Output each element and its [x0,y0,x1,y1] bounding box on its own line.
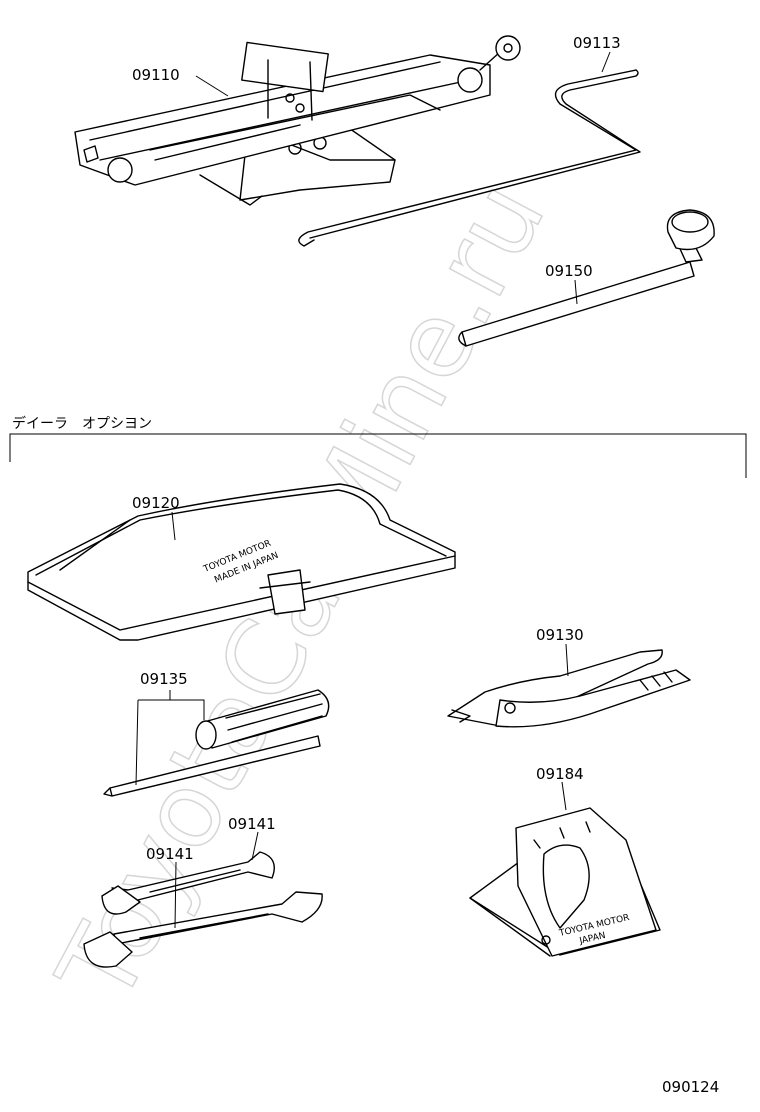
part-number-screwdriver: 09135 [140,670,188,688]
wheel-wrench-illustration [458,209,715,347]
screwdriver-illustration [103,689,330,797]
part-number-wheel-wrench: 09150 [545,262,593,280]
wheel-chock-illustration: TOYOTA MOTOR JAPAN [469,807,661,957]
wrench-large-illustration [83,891,323,968]
part-number-jack-handle: 09113 [573,34,621,52]
wrench-small-illustration [101,851,275,915]
figure-number: 090124 [662,1078,719,1096]
section-header: デイーラ オプシヨン [12,415,152,432]
part-number-wheel-chock: 09184 [536,765,584,783]
part-number-tool-bag: 09120 [132,494,180,512]
pliers-illustration [447,649,691,728]
jack-handle-illustration [298,69,641,247]
tool-bag-illustration: TOYOTA MOTOR MADE IN JAPAN [27,483,456,641]
part-number-wrench-small: 09141 [228,815,276,833]
part-number-pliers: 09130 [536,626,584,644]
part-number-jack: 09110 [132,66,180,84]
jack-illustration [74,35,521,206]
part-number-wrench-large: 09141 [146,845,194,863]
section-bracket [9,433,747,478]
